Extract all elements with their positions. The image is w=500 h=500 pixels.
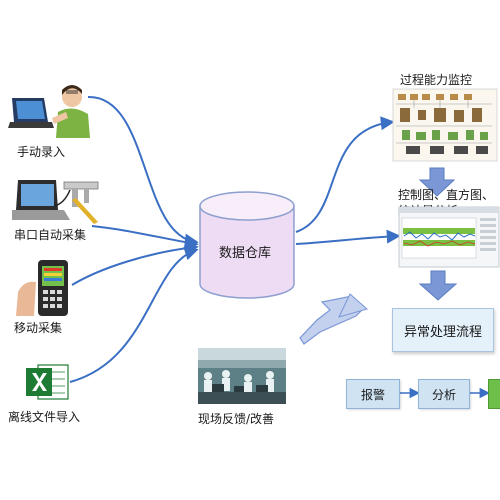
arrow-mobile-to-db xyxy=(71,241,199,286)
person-at-laptop-icon xyxy=(8,85,90,138)
control-chart-screenshot-icon xyxy=(398,206,500,268)
exception-process-label: 异常处理流程 xyxy=(403,324,482,340)
excel-file-icon xyxy=(26,364,69,400)
block-arrow-monitor-to-charts xyxy=(418,167,456,197)
charts-title-line1: 控制图、直方图、 xyxy=(398,188,495,202)
arrow-db-to-monitor xyxy=(295,116,395,233)
center-label: 数据仓库 xyxy=(219,246,272,261)
source-label-mobile: 移动采集 xyxy=(14,321,63,335)
arrow-manual-to-db xyxy=(87,95,199,248)
database-cylinder-icon xyxy=(199,191,295,299)
exception-process-box: 异常处理流程 xyxy=(392,308,494,352)
factory-floor-photo-icon xyxy=(198,348,286,404)
block-arrow-to-feedback xyxy=(299,293,369,345)
arrow-db-to-charts xyxy=(295,229,401,245)
step-analysis-box: 分析 xyxy=(418,379,470,409)
step-analysis-label: 分析 xyxy=(431,387,456,402)
process-monitor-title: 过程能力监控 xyxy=(400,73,473,87)
process-flow-diagram-icon xyxy=(392,88,498,162)
step-alarm-box: 报警 xyxy=(346,379,400,409)
source-label-manual: 手动录入 xyxy=(17,145,66,159)
feedback-label: 现场反馈/改善 xyxy=(198,412,275,426)
source-label-offline: 离线文件导入 xyxy=(8,410,81,424)
block-arrow-charts-to-exception xyxy=(418,270,458,301)
step-alarm-label: 报警 xyxy=(360,387,385,402)
source-label-serial: 串口自动采集 xyxy=(14,228,87,242)
arrow-offline-to-db xyxy=(69,246,199,383)
laptop-with-caliper-icon xyxy=(12,180,99,224)
step-next-box-partial xyxy=(488,379,500,409)
handheld-device-icon xyxy=(16,260,68,316)
